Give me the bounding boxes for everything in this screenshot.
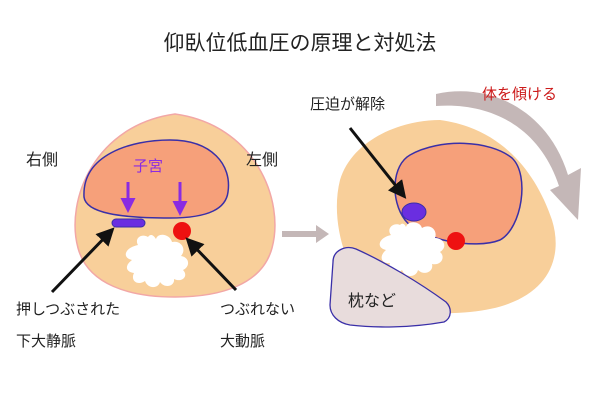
aorta-left	[173, 222, 191, 240]
left-side-label: 左側	[246, 150, 278, 169]
aorta-pointer-arrow	[185, 237, 238, 292]
right-cross-section: 枕など 圧迫が解除 体を傾ける	[310, 85, 581, 328]
pillow	[329, 247, 451, 328]
curved-arrow-icon	[436, 91, 581, 220]
right-side-label: 右側	[26, 150, 58, 169]
vein-label-line2: 下大静脈	[16, 332, 76, 350]
aorta-label-line2: 大動脈	[220, 332, 265, 350]
pillow-label: 枕など	[348, 291, 396, 310]
diagram-title: 仰臥位低血圧の原理と対処法	[164, 31, 437, 55]
compressed-vena-cava	[111, 218, 146, 228]
vein-pointer-arrow	[50, 227, 115, 294]
vein-label-line1: 押しつぶされた	[16, 300, 120, 318]
right-arrow-icon	[282, 225, 329, 243]
left-uterus	[83, 139, 230, 219]
spine-vertebra-right	[379, 222, 445, 276]
spine-vertebra-left	[125, 234, 189, 288]
uterus-label: 子宮	[133, 157, 163, 175]
right-uterus	[394, 142, 523, 245]
left-cross-section: 子宮 右側 左側 押しつぶされた 下大静脈 つぶれない 大動脈	[16, 113, 295, 350]
aorta-label-line1: つぶれない	[220, 300, 295, 318]
tilt-label: 体を傾ける	[482, 85, 557, 103]
relief-pointer-arrow	[348, 127, 407, 199]
relieved-vena-cava	[401, 202, 427, 222]
aorta-right	[447, 232, 465, 250]
relief-label: 圧迫が解除	[310, 95, 385, 113]
